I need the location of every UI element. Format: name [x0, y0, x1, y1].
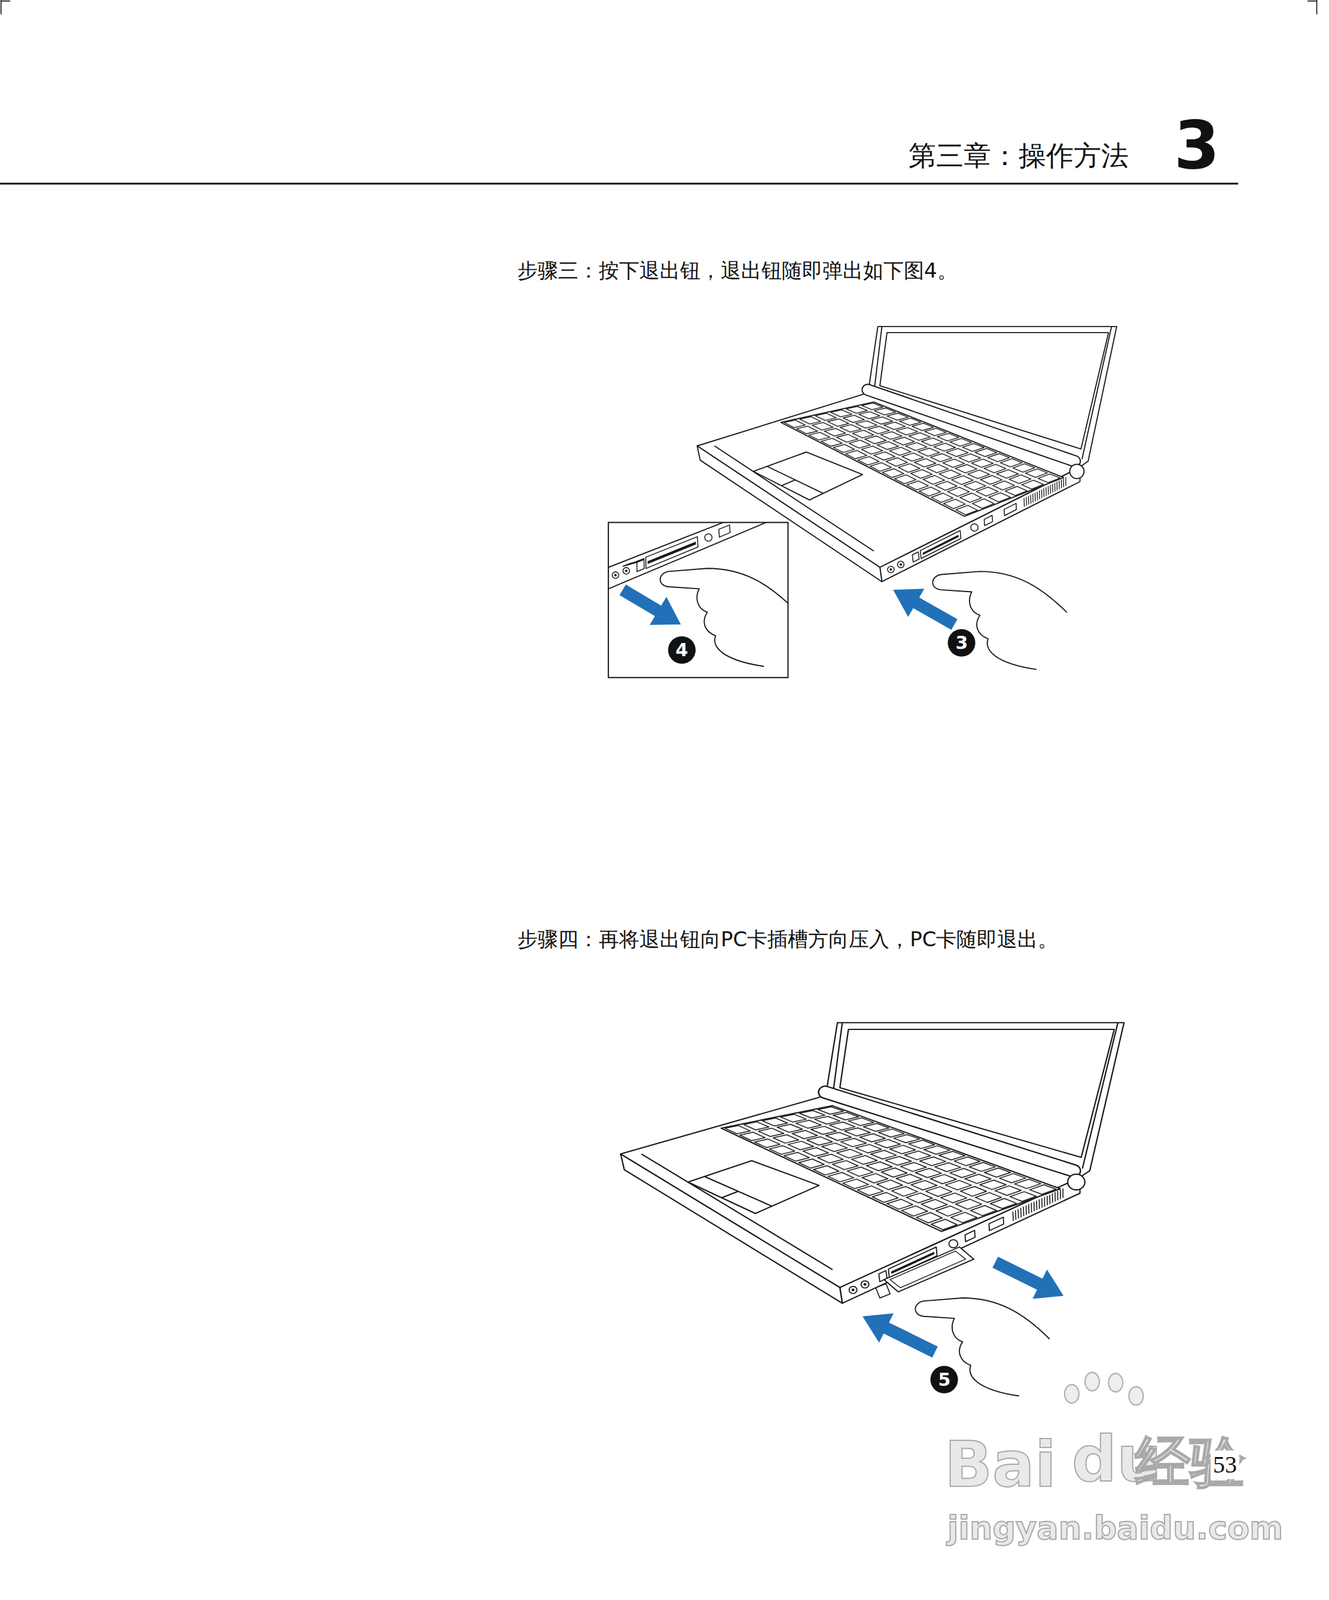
inset-detail: [608, 522, 788, 678]
callout-number: 3: [955, 632, 969, 654]
watermark-paw: [1129, 1386, 1144, 1405]
direction-arrow: [992, 1256, 1064, 1299]
port: [704, 533, 712, 541]
direction-arrow: [892, 588, 958, 630]
callout-number: 4: [675, 639, 689, 661]
step-text: 步骤四：再将退出钮向PC卡插槽方向压入，PC卡随即退出。: [517, 927, 1059, 952]
audio-jack: [612, 571, 620, 579]
pc-card: [884, 1247, 974, 1292]
watermark-paw: [1064, 1384, 1079, 1404]
crop-mark: [1316, 0, 1318, 15]
chapter-heading: 第三章：操作方法: [908, 139, 1129, 173]
pc-card: [889, 1251, 966, 1288]
watermark: Bai: [944, 1427, 1057, 1503]
pc-card-slot: [647, 541, 697, 565]
port: [718, 525, 731, 538]
direction-arrow: [862, 1313, 938, 1358]
pc-card-slot: [645, 536, 698, 569]
watermark-paw: [1084, 1372, 1100, 1392]
eject-button: [875, 1283, 890, 1298]
callout-circle: [948, 629, 976, 657]
chapter-number: 3: [1174, 105, 1221, 185]
pointing-hand: [660, 568, 789, 667]
watermark: jingyan.baidu.com: [947, 1509, 1283, 1548]
header-rule: [0, 183, 1239, 185]
page-number: 53: [1210, 1450, 1240, 1480]
crop-mark: [1307, 0, 1317, 2]
eject-button-out: [622, 559, 645, 567]
watermark-paw: [1108, 1373, 1123, 1392]
audio-jack: [623, 567, 630, 575]
audio-jack: [625, 569, 628, 572]
audio-jack: [614, 574, 617, 577]
callout-number: 5: [938, 1369, 951, 1391]
inset-frame: [608, 522, 788, 678]
crop-mark: [1, 0, 11, 2]
laptop-figure: [620, 1022, 1125, 1304]
callout-circle: [668, 636, 696, 664]
callout-circle: [930, 1365, 959, 1393]
step-text: 步骤三：按下退出钮，退出钮随即弹出如下图4。: [517, 258, 958, 283]
direction-arrow: [619, 584, 682, 626]
crop-mark: [0, 0, 2, 15]
